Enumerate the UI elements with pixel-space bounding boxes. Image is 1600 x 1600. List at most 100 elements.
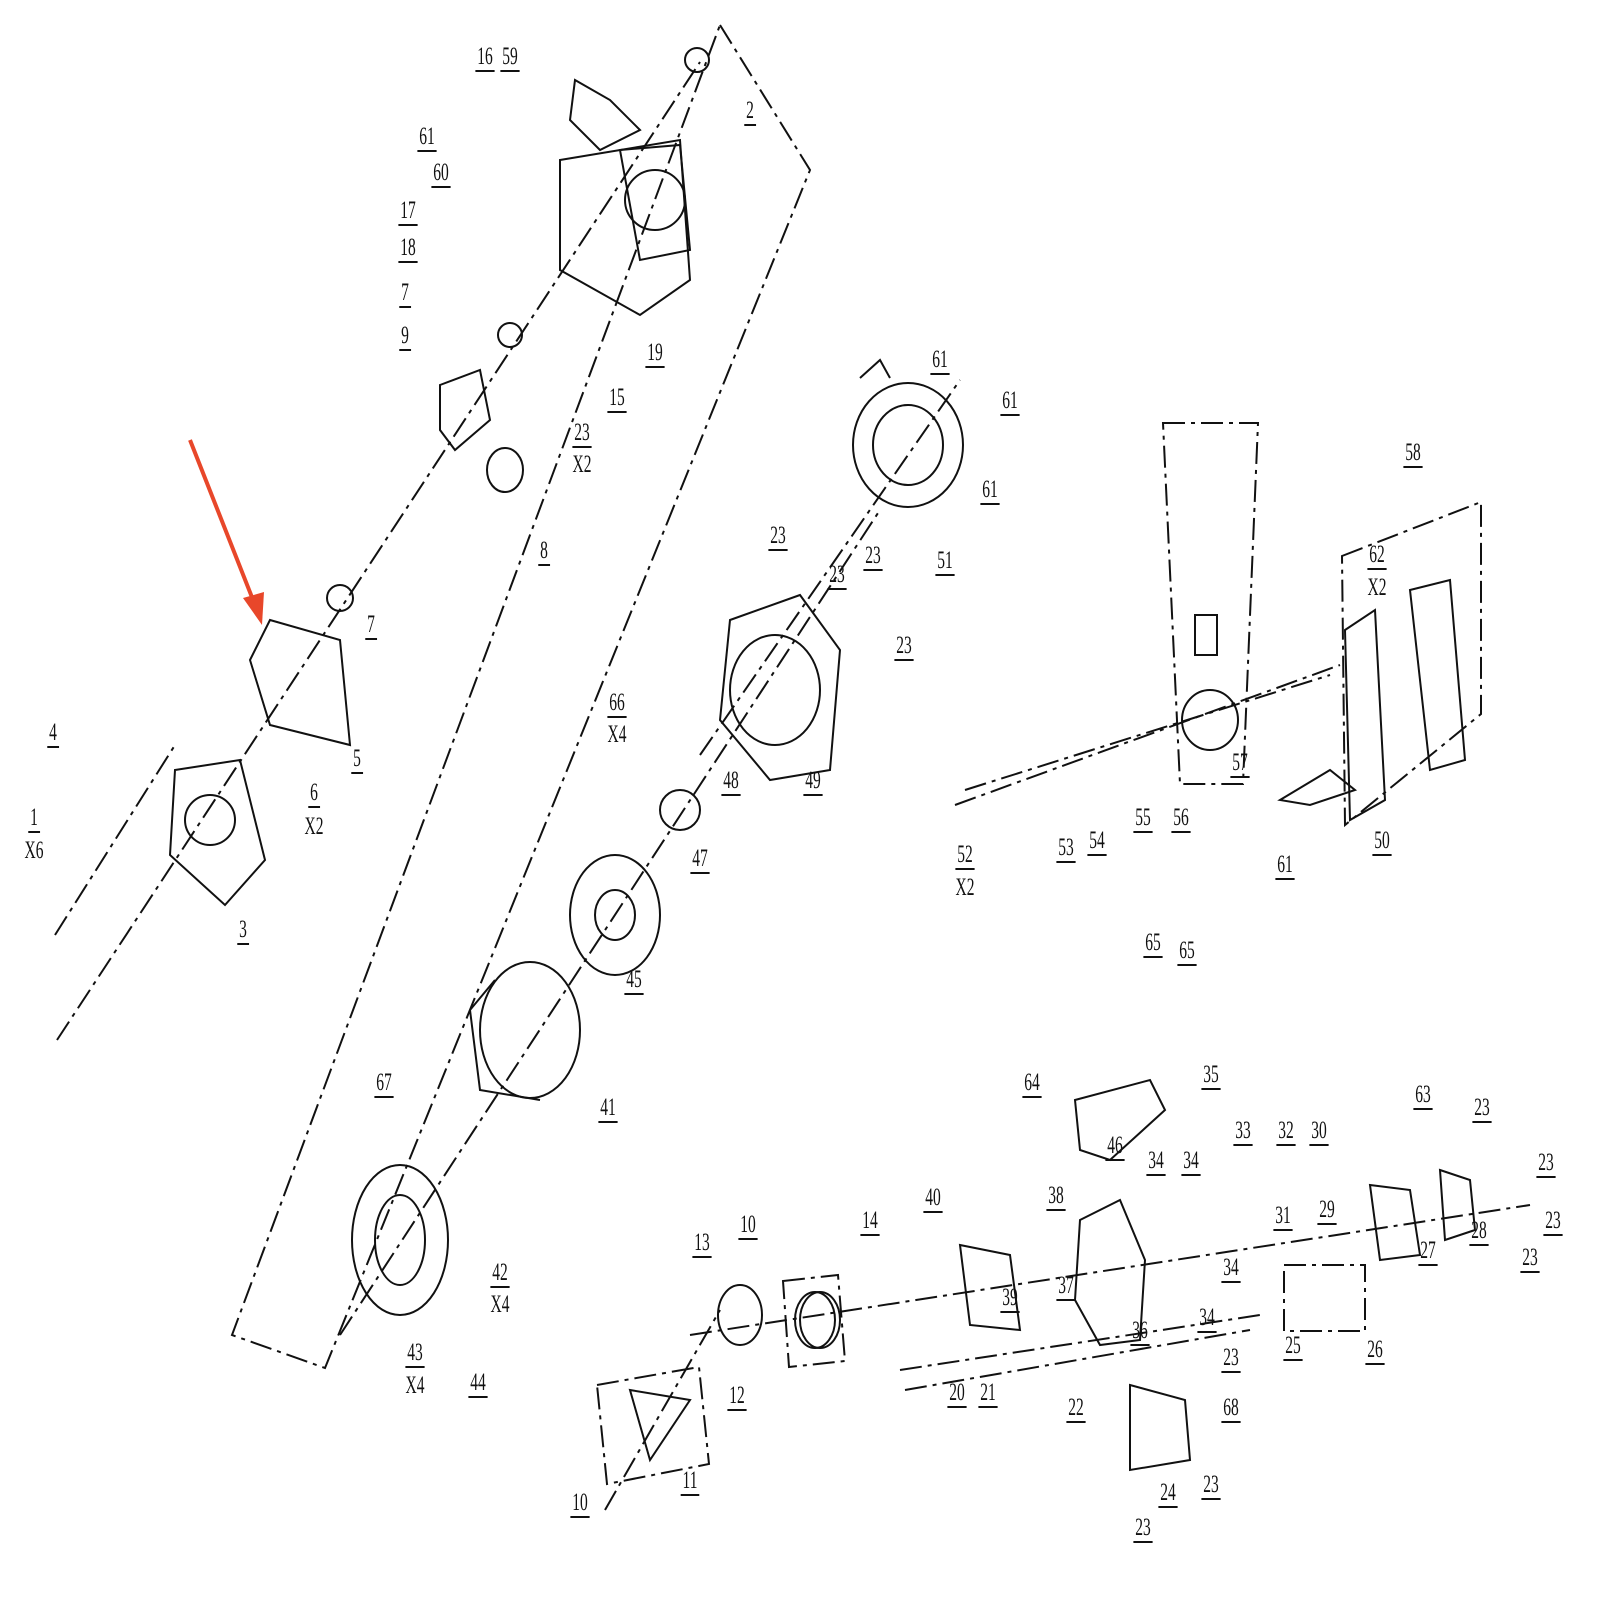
part-callout: 58 xyxy=(1403,439,1423,468)
part-callout: 1 xyxy=(28,804,40,833)
part-callout: 50 xyxy=(1372,827,1392,856)
part-callout: 18 xyxy=(398,234,418,263)
part-callout: 65 xyxy=(1143,929,1163,958)
part-callout: 17 xyxy=(398,197,418,226)
cylinder-block-19 xyxy=(559,78,692,317)
part-callout: 26 xyxy=(1365,1336,1385,1365)
part-callout: 61 xyxy=(1000,387,1020,416)
part-callout: 57 xyxy=(1230,749,1250,778)
part-callout: 29 xyxy=(1317,1196,1337,1225)
piston-13 xyxy=(717,1284,763,1346)
quantity-label: X4 xyxy=(405,1372,425,1399)
part-callout: 43 xyxy=(405,1339,425,1368)
part-callout: 10 xyxy=(738,1211,758,1240)
quantity-label: X2 xyxy=(955,874,975,901)
fan-45 xyxy=(569,854,661,976)
part-callout: 7 xyxy=(399,279,411,308)
rocker-cover-24 xyxy=(1129,1383,1192,1472)
quantity-label: X6 xyxy=(24,837,44,864)
part-callout: 22 xyxy=(1066,1394,1086,1423)
part-callout: 6 xyxy=(308,779,320,808)
piston-rings-14 xyxy=(794,1291,841,1349)
arrow-head-icon xyxy=(243,592,264,625)
part-callout: 23 xyxy=(894,632,914,661)
part-callout: 13 xyxy=(692,1229,712,1258)
quantity-label: X2 xyxy=(304,813,324,840)
recoil-starter-51 xyxy=(852,358,964,508)
part-callout: 44 xyxy=(468,1369,488,1398)
ignition-coil-46 xyxy=(1073,1078,1167,1162)
part-callout: 8 xyxy=(538,537,550,566)
part-callout: 37 xyxy=(1056,1272,1076,1301)
part-callout: 19 xyxy=(645,339,665,368)
part-callout: 5 xyxy=(351,745,363,774)
part-callout: 23 xyxy=(1536,1149,1556,1178)
part-callout: 41 xyxy=(598,1094,618,1123)
arrow-shaft xyxy=(188,439,259,611)
valve-cover-28 xyxy=(1438,1168,1477,1242)
part-callout: 14 xyxy=(860,1207,880,1236)
part-callout: 49 xyxy=(803,767,823,796)
gear-8 xyxy=(486,447,524,493)
part-callout: 33 xyxy=(1233,1117,1253,1146)
carburetor-56 xyxy=(1181,614,1239,751)
part-callout: 23 xyxy=(827,561,847,590)
bearing-7b xyxy=(326,584,354,612)
part-callout: 20 xyxy=(947,1379,967,1408)
part-callout: 48 xyxy=(721,767,741,796)
bracket-50 xyxy=(1277,768,1358,807)
part-callout: 32 xyxy=(1276,1117,1296,1146)
part-callout: 4 xyxy=(47,719,59,748)
part-callout: 23 xyxy=(768,522,788,551)
part-callout: 10 xyxy=(570,1489,590,1518)
part-callout: 23 xyxy=(1520,1244,1540,1273)
quantity-label: X2 xyxy=(572,451,592,478)
part-callout: 39 xyxy=(1000,1284,1020,1313)
part-callout: 40 xyxy=(923,1184,943,1213)
connecting-rod-11 xyxy=(628,1388,692,1463)
pulley-47 xyxy=(659,789,701,831)
part-callout: 61 xyxy=(1275,851,1295,880)
quantity-label: X4 xyxy=(490,1291,510,1318)
part-callout: 42 xyxy=(490,1259,510,1288)
part-callout: 25 xyxy=(1283,1332,1303,1361)
part-callout: 34 xyxy=(1181,1147,1201,1176)
part-callout: 61 xyxy=(930,346,950,375)
part-callout: 12 xyxy=(727,1382,747,1411)
part-callout: 23 xyxy=(1543,1207,1563,1236)
gasket-5 xyxy=(248,618,352,747)
stator-44 xyxy=(351,1164,449,1316)
part-callout: 51 xyxy=(935,547,955,576)
part-callout: 23 xyxy=(1221,1344,1241,1373)
crankcase-cover-3 xyxy=(168,758,267,907)
bearing-7 xyxy=(497,322,523,348)
part-callout: 59 xyxy=(500,43,520,72)
part-callout: 62 xyxy=(1367,541,1387,570)
part-callout: 68 xyxy=(1221,1394,1241,1423)
part-callout: 23 xyxy=(1472,1094,1492,1123)
crankshaft-9 xyxy=(439,368,492,452)
part-callout: 27 xyxy=(1418,1237,1438,1266)
muffler-58 xyxy=(1343,578,1467,822)
part-callout: 9 xyxy=(399,322,411,351)
assembly-frame-left xyxy=(54,24,1531,1511)
gasket-27 xyxy=(1368,1183,1422,1262)
head-gasket-39 xyxy=(958,1243,1022,1332)
part-callout: 28 xyxy=(1469,1217,1489,1246)
part-callout: 61 xyxy=(980,476,1000,505)
part-callout: 67 xyxy=(374,1069,394,1098)
part-callout: 7 xyxy=(365,611,377,640)
part-callout: 53 xyxy=(1056,834,1076,863)
part-callout: 23 xyxy=(572,419,592,448)
part-callout: 38 xyxy=(1046,1182,1066,1211)
part-callout: 23 xyxy=(1201,1471,1221,1500)
part-callout: 64 xyxy=(1022,1069,1042,1098)
part-callout: 65 xyxy=(1177,937,1197,966)
part-callout: 23 xyxy=(863,542,883,571)
part-callout: 61 xyxy=(417,123,437,152)
part-callout: 63 xyxy=(1413,1081,1433,1110)
part-callout: 34 xyxy=(1197,1304,1217,1333)
part-callout: 35 xyxy=(1201,1061,1221,1090)
